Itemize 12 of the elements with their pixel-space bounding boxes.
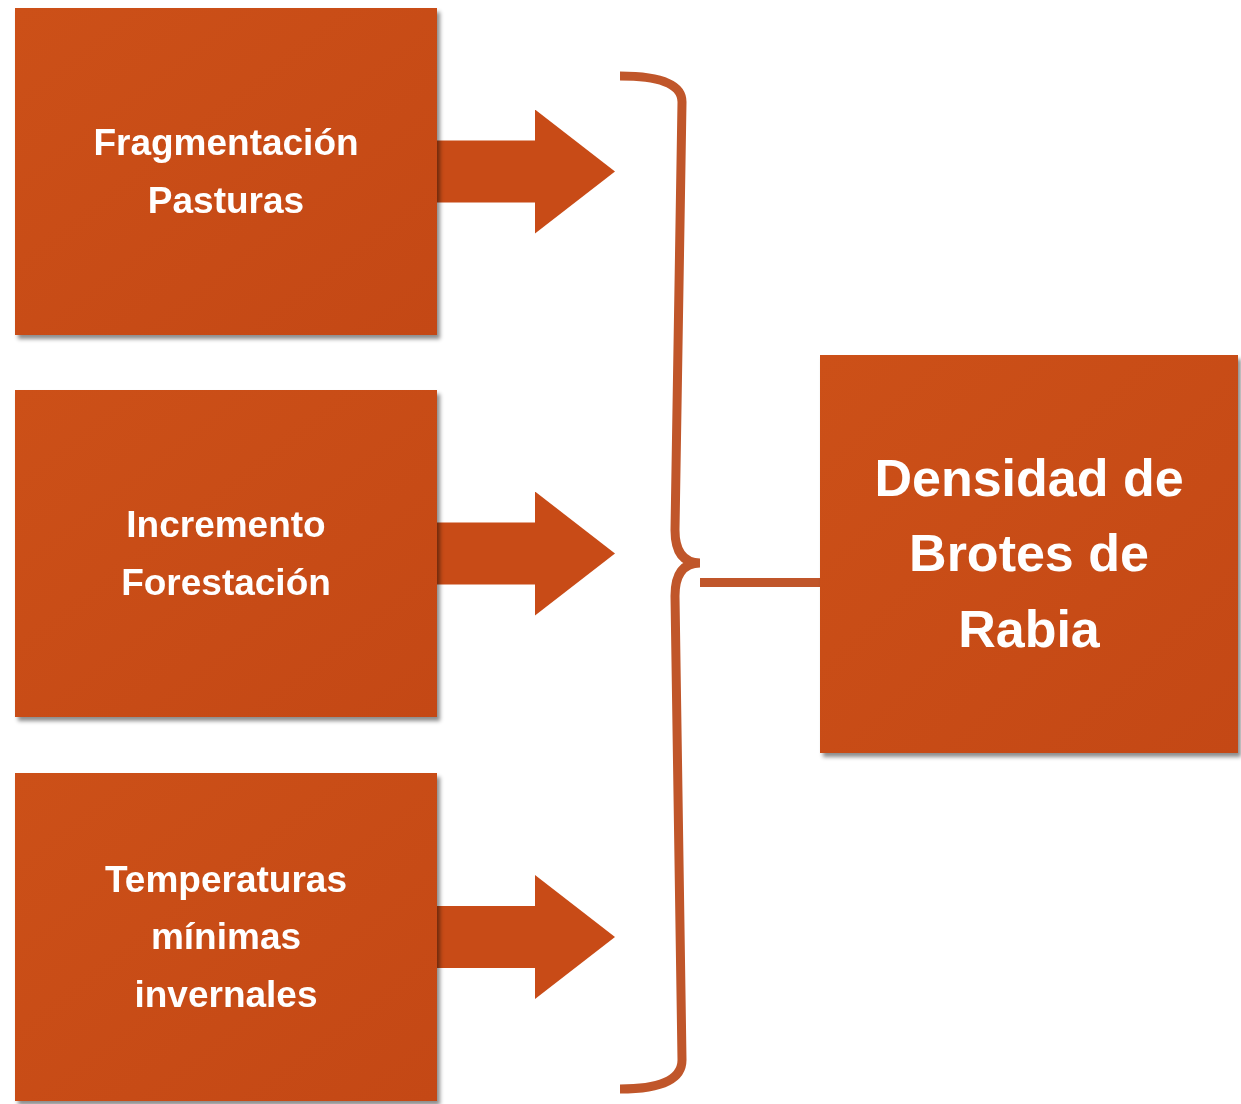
process-box bbox=[15, 8, 437, 335]
box-label: Incremento Forestación bbox=[120, 503, 332, 605]
box-label: Fragmentación Pasturas bbox=[92, 121, 360, 223]
process-box bbox=[15, 390, 437, 717]
box-label: Temperaturas mínimas invernales bbox=[104, 858, 348, 1017]
block-arrow bbox=[437, 109, 615, 234]
process-box bbox=[15, 773, 437, 1101]
connector-line bbox=[700, 578, 820, 587]
block-arrow bbox=[437, 875, 615, 999]
box-label: Densidad de Brotes de Rabia bbox=[873, 447, 1185, 660]
block-arrow bbox=[437, 491, 615, 616]
process-box bbox=[820, 355, 1238, 753]
